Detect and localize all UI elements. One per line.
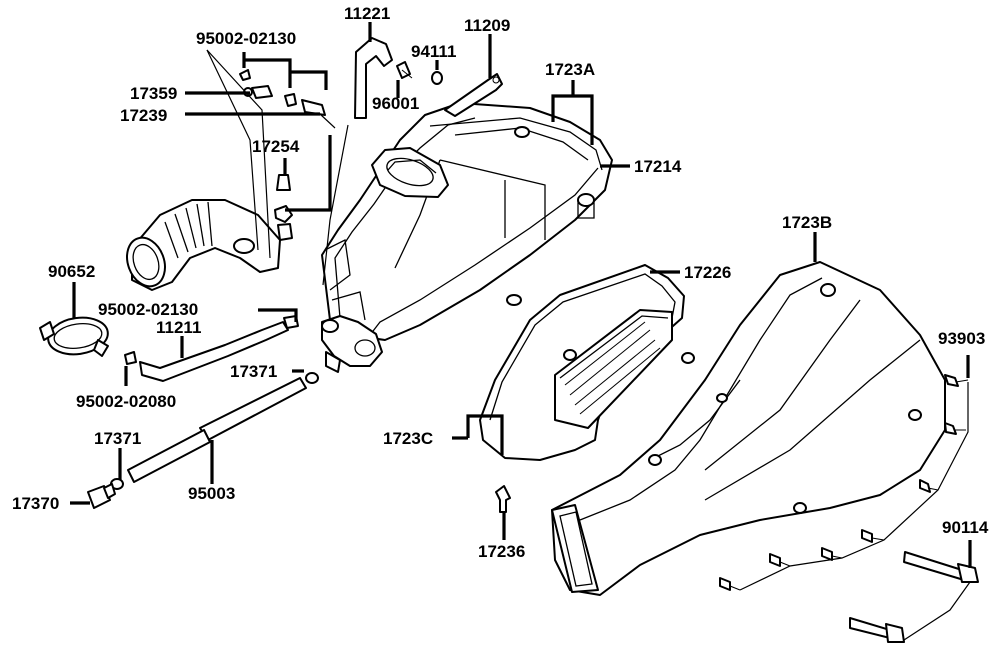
label-11221: 11221 [344, 4, 391, 23]
hose-17239 [301, 99, 326, 116]
label-1723A: 1723A [545, 60, 596, 79]
label-17359: 17359 [130, 84, 178, 103]
label-96001: 96001 [372, 94, 420, 113]
clip-upper-b [284, 93, 297, 107]
label-95002-02130-top: 95002-02130 [196, 29, 297, 48]
screw-96001 [396, 61, 413, 79]
label-17370: 17370 [12, 494, 60, 513]
label-17236: 17236 [478, 542, 526, 561]
breather-hose-11221 [354, 37, 393, 119]
label-1723C: 1723C [383, 429, 434, 448]
label-95002-02130-mid: 95002-02130 [98, 300, 199, 319]
connecting-tube [126, 199, 281, 291]
air-filter-element-1723C [554, 309, 695, 429]
clip-17371-mid [305, 372, 319, 384]
label-17214: 17214 [634, 157, 682, 176]
screws-93903 [719, 374, 969, 591]
label-11209: 11209 [464, 16, 511, 35]
label-17254: 17254 [252, 137, 300, 156]
label-95002-02080: 95002-02080 [76, 392, 177, 411]
plug-17370 [87, 483, 116, 509]
label-90652: 90652 [48, 262, 96, 281]
leader-lines [70, 22, 972, 641]
label-11211: 11211 [156, 318, 202, 337]
drain-hose-11211 [139, 321, 289, 382]
label-90114: 90114 [942, 518, 989, 537]
air-cleaner-cover-1723B [551, 261, 946, 596]
label-94111: 94111 [411, 42, 457, 61]
label-1723B: 1723B [782, 213, 833, 232]
bolts-90114 [849, 551, 979, 643]
push-pin-17236 [495, 485, 511, 513]
pin-17254 [276, 174, 291, 191]
air-cleaner-case [321, 102, 613, 373]
hose-clamp-90652 [39, 316, 109, 357]
label-95003: 95003 [188, 484, 236, 503]
clip-upper-a [239, 69, 251, 81]
label-17371-mid: 17371 [230, 362, 278, 381]
hose-95003 [199, 377, 307, 441]
label-17226: 17226 [684, 263, 732, 282]
label-17371-low: 17371 [94, 429, 142, 448]
label-93903: 93903 [938, 329, 986, 348]
label-17239: 17239 [120, 106, 168, 125]
hose-95003-lower [127, 429, 211, 483]
washer-94111 [431, 71, 443, 85]
bracket-11209 [444, 73, 503, 117]
